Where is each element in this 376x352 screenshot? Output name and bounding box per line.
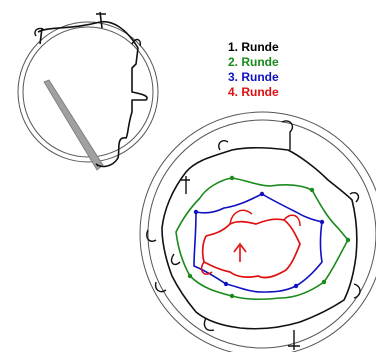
round1-hook-3 [349,192,360,203]
round2-knot-4 [321,279,327,285]
round1-hook-7 [154,281,167,293]
legend-round-2: 2. Runde [228,55,279,69]
round3-thread [193,193,323,293]
small-ring-outer [17,21,159,163]
legend-round-4: 4. Runde [228,85,279,99]
small-ring-clip-1 [34,27,45,37]
round1-thread [161,146,358,330]
round1-hook-1 [180,176,190,194]
round2-knot-1 [229,175,235,181]
round1-hook-2 [281,120,294,150]
round4-loop-1 [229,209,253,225]
round1-hook-9 [170,253,181,266]
large-ring-group [139,111,376,352]
legend-round-1: 1. Runde [228,40,279,54]
legend: 1. Runde 2. Runde 3. Runde 4. Runde [228,40,279,100]
small-ring-clip-2 [131,38,142,47]
round2-knot-3 [345,237,351,243]
round1-hook-6 [203,317,215,332]
round4-loop-2 [283,214,301,227]
round4-loop-3 [200,261,213,275]
small-ring-inner [22,26,154,158]
round3-knot-4 [223,281,229,287]
round2-knot-6 [187,273,193,279]
round4-thread [201,218,301,279]
round1-hook-10 [218,140,229,151]
small-ring-group [17,11,159,171]
round4-start-arrow-icon [233,242,247,262]
large-ring-inner [147,119,376,349]
round2-knot-2 [309,187,315,193]
round1-hook-8 [146,229,157,242]
round3-knot-3 [293,283,299,289]
small-ring-round1-thread [37,11,148,168]
round3-knot-5 [193,209,199,215]
round3-knot-2 [319,219,325,225]
netting-needle-icon [43,79,104,171]
round1-hook-5 [288,330,300,350]
legend-round-3: 3. Runde [228,70,279,84]
round3-knot-1 [259,191,265,197]
large-ring-outer [139,111,376,352]
round2-knot-5 [229,293,235,299]
round1-hook-4 [353,283,361,299]
